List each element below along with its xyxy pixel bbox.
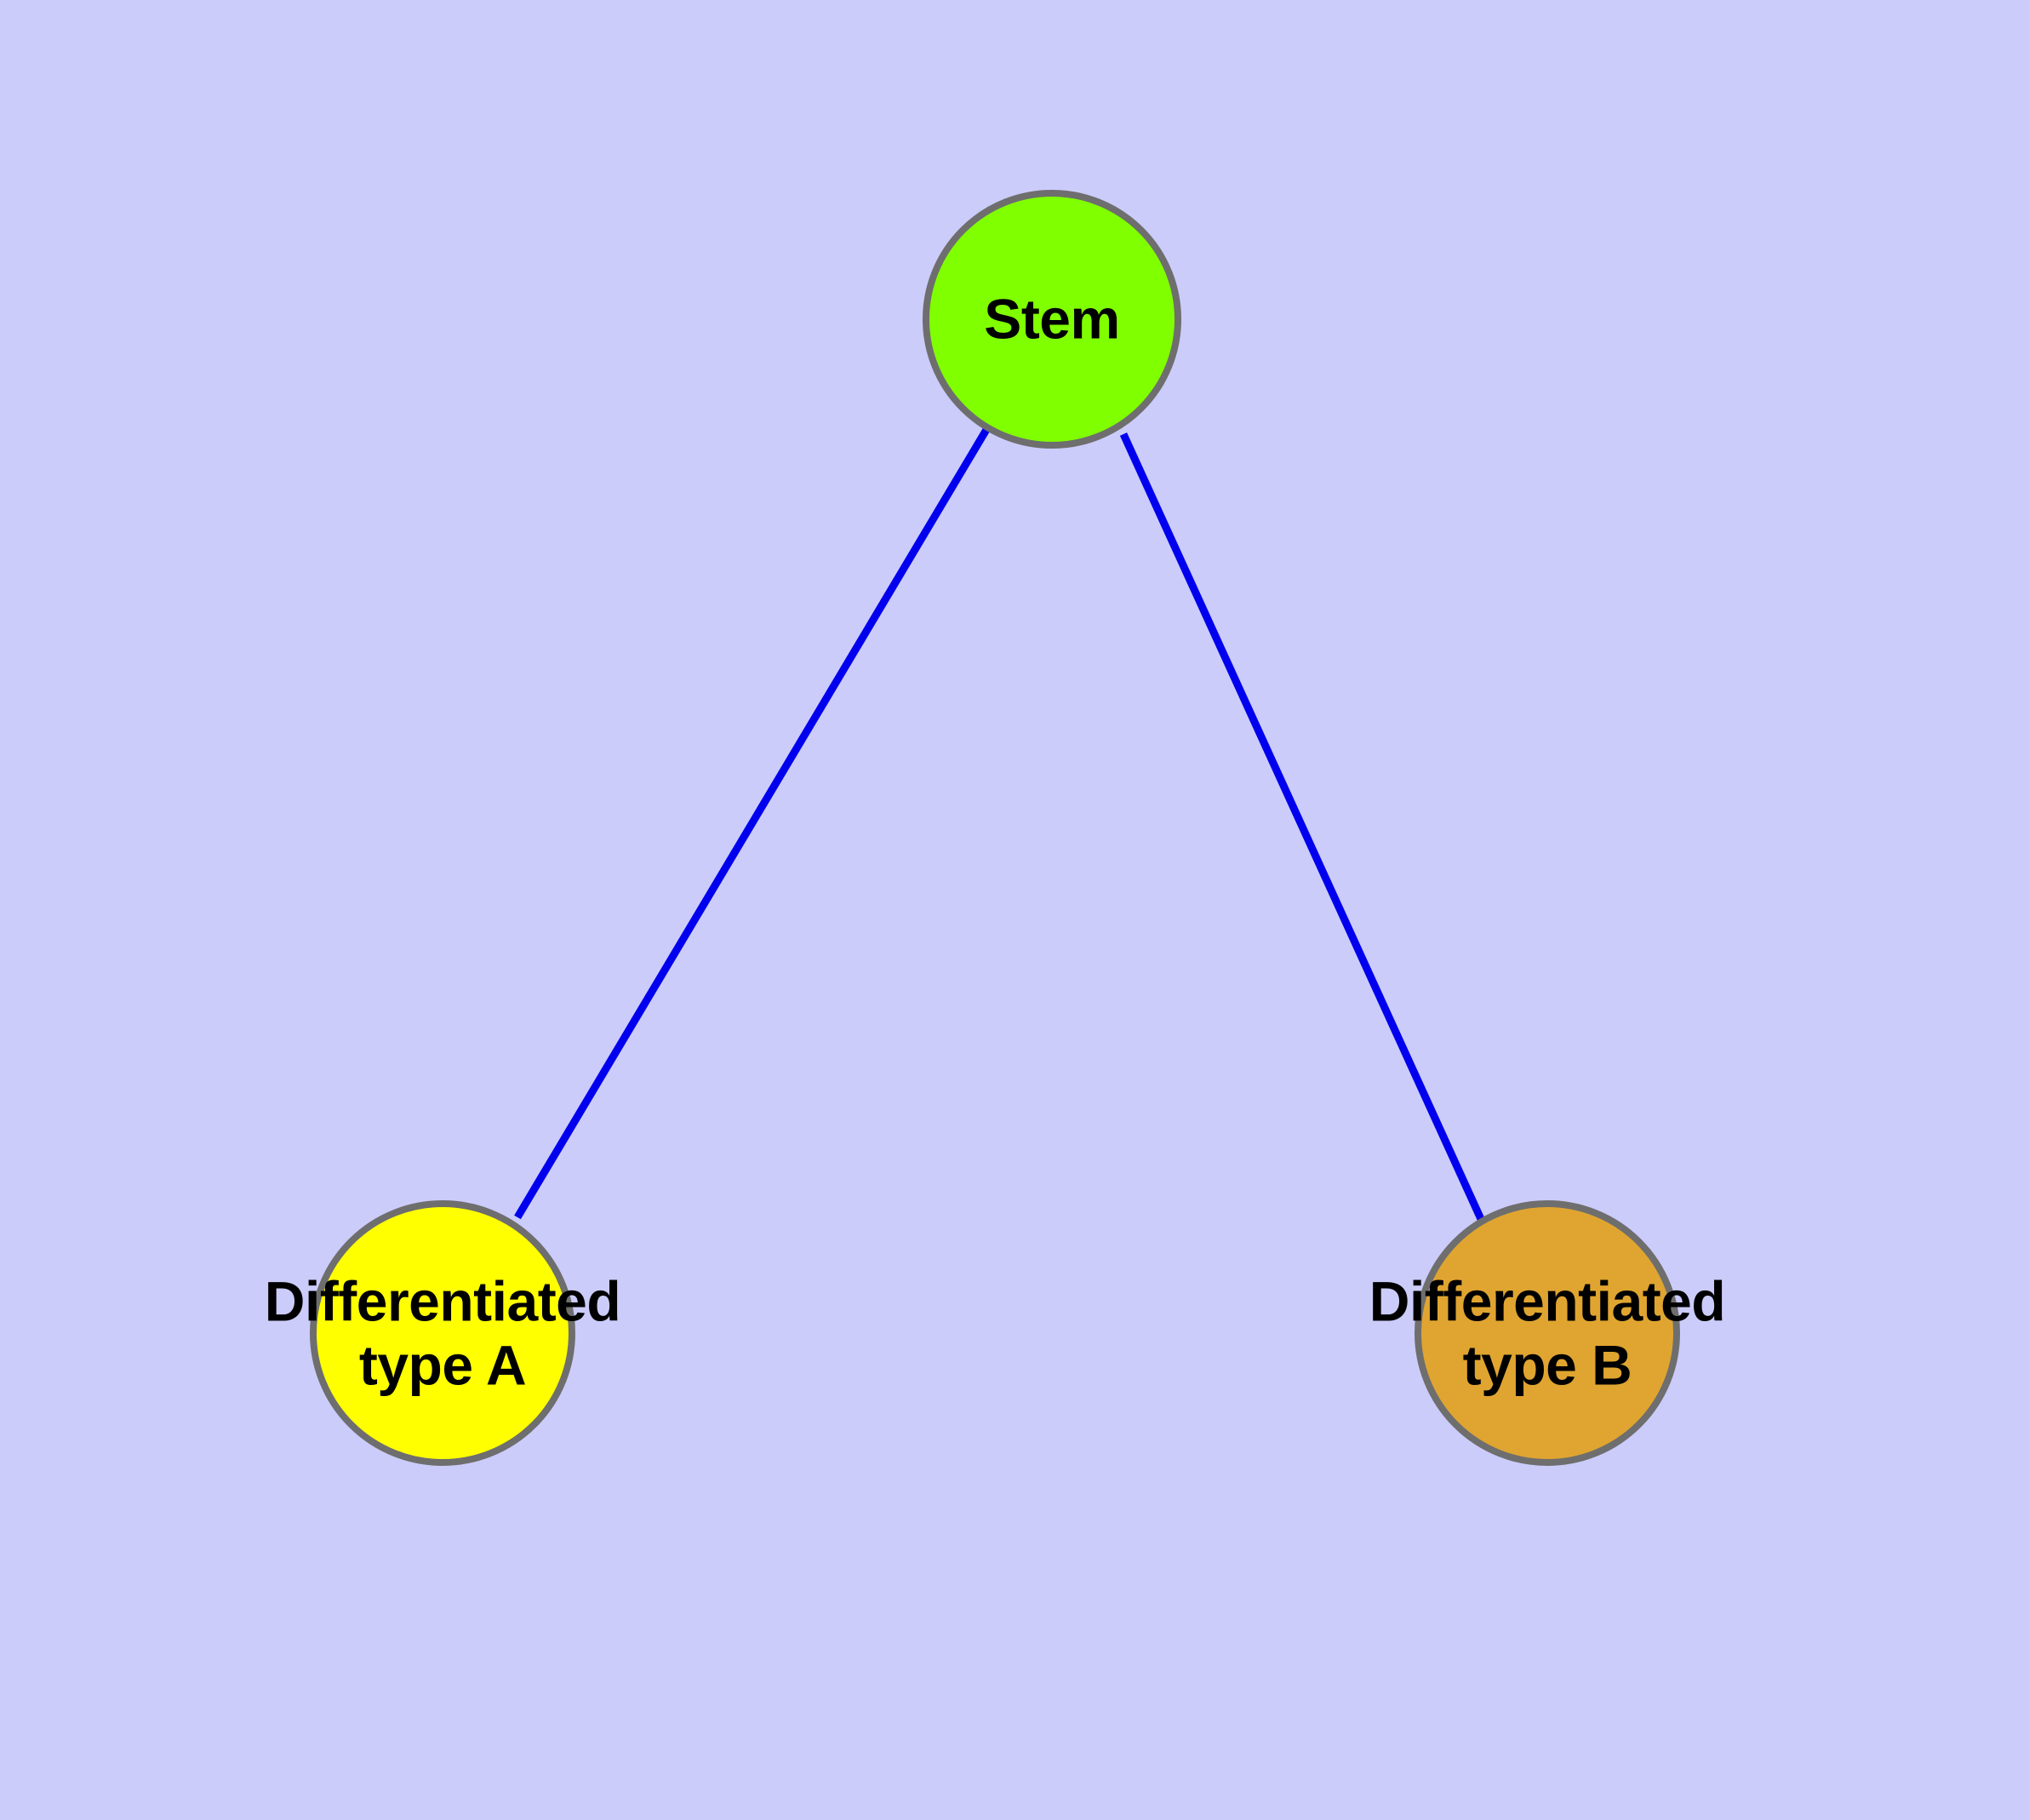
edge-stem-to-diff-b[interactable]	[1119, 432, 1485, 1221]
node-diff-b[interactable]	[1415, 1200, 1680, 1466]
nodes-layer	[310, 190, 1680, 1466]
node-diff-a[interactable]	[310, 1200, 575, 1466]
node-stem[interactable]	[923, 190, 1181, 449]
edges-layer	[514, 426, 1485, 1221]
edge-stem-to-diff-a[interactable]	[514, 426, 991, 1220]
